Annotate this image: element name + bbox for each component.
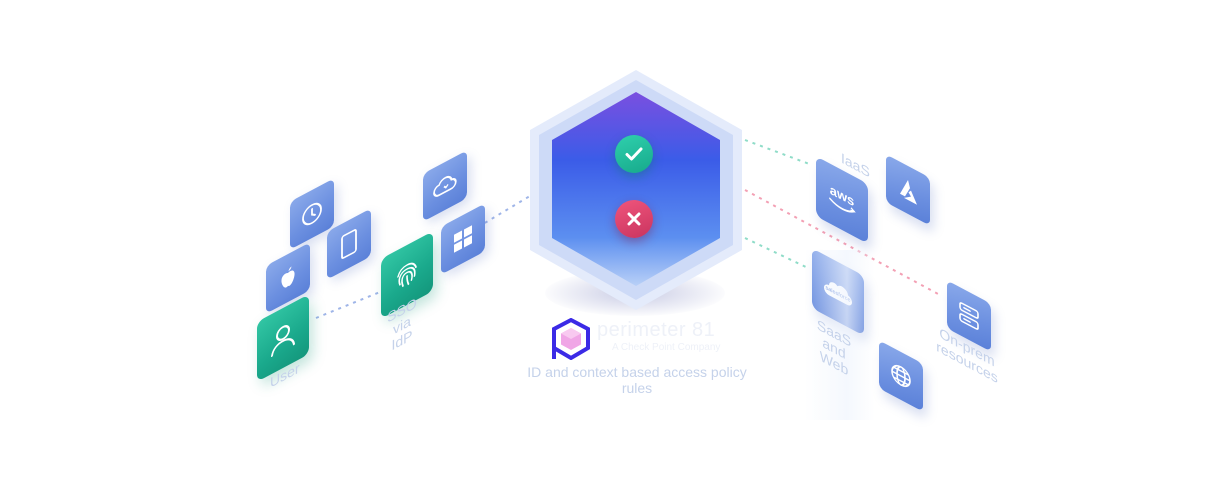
- apple-tile: [266, 242, 310, 314]
- tablet-icon: [341, 229, 357, 259]
- fade-overlay: [805, 250, 875, 420]
- aws-text: aws: [830, 181, 855, 209]
- windows-tile: [441, 203, 485, 275]
- policy-hexagon: [530, 70, 742, 310]
- clock-tile: [290, 178, 334, 250]
- azure-icon: [900, 180, 917, 205]
- connector-hex-iaas: [744, 139, 813, 166]
- server-tile: [947, 280, 991, 352]
- deny-badge: [615, 200, 653, 238]
- fingerprint-icon: [397, 262, 417, 288]
- server-icon: [959, 302, 979, 330]
- cloud-tile: [423, 150, 467, 222]
- user-icon: [271, 325, 295, 357]
- cross-icon: [627, 212, 641, 226]
- tablet-tile: [327, 208, 371, 280]
- connector-hex-saas: [744, 237, 809, 269]
- allow-badge: [615, 135, 653, 173]
- connector-hex-onprem: [744, 189, 941, 296]
- perimeter81-logo: [552, 318, 590, 360]
- aws-icon: aws: [829, 181, 856, 213]
- clock-icon: [302, 202, 322, 226]
- brand-subtitle: A Check Point Company: [612, 342, 721, 353]
- aws-tile: aws: [816, 156, 868, 244]
- brand-name: perimeter 81: [597, 319, 716, 341]
- connector-user-sso: [315, 289, 386, 319]
- cloud-icon: [433, 175, 457, 197]
- azure-tile: [886, 154, 930, 226]
- policy-caption: ID and context based access policy rules: [527, 364, 747, 396]
- globe-tile: [879, 340, 923, 412]
- user-tile: [257, 294, 309, 382]
- windows-icon: [454, 225, 472, 253]
- sso-tile: [381, 231, 433, 319]
- globe-icon: [891, 364, 911, 388]
- apple-icon: [281, 266, 295, 288]
- check-icon: [625, 147, 643, 161]
